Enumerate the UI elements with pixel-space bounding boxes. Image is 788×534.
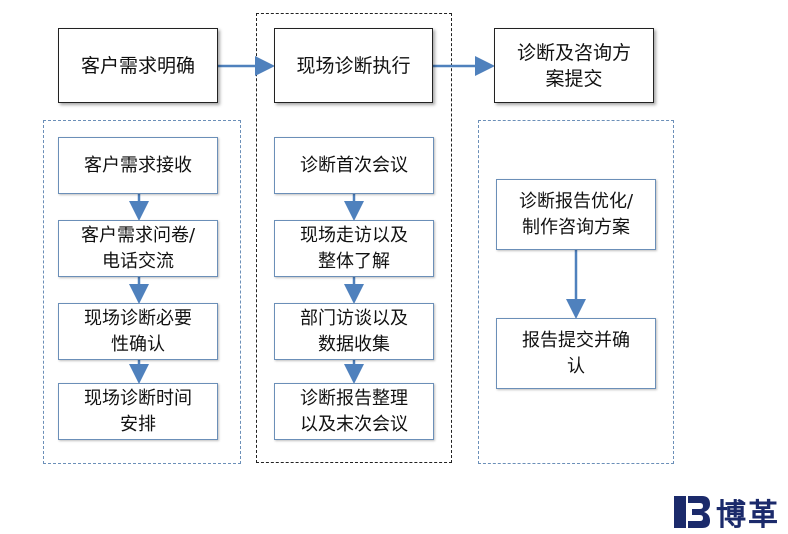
stage3-label: 诊断及咨询方 案提交 — [516, 41, 631, 90]
logo-mark-icon — [674, 496, 710, 528]
logo-text: 博革 — [716, 498, 780, 533]
stage1-step-group — [43, 120, 241, 464]
step-label: 客户需求接收 — [84, 154, 192, 176]
step-box: 部门访谈以及 数据收集 — [274, 303, 434, 360]
step-label: 现场诊断时间 安排 — [84, 387, 192, 435]
step-box: 诊断报告整理 以及末次会议 — [274, 383, 434, 440]
stage2-label: 现场诊断执行 — [296, 54, 411, 77]
step-box: 客户需求接收 — [58, 137, 218, 194]
step-label: 诊断报告整理 以及末次会议 — [300, 387, 408, 435]
step-label: 现场诊断必要 性确认 — [84, 307, 192, 355]
step-box: 诊断首次会议 — [274, 137, 434, 194]
step-box: 现场走访以及 整体了解 — [274, 220, 434, 277]
stage3-box: 诊断及咨询方 案提交 — [494, 28, 654, 103]
brand-logo: 博革 — [672, 490, 780, 534]
step-box: 诊断报告优化/ 制作咨询方案 — [496, 179, 656, 250]
step-label: 部门访谈以及 数据收集 — [300, 307, 408, 355]
step-label: 诊断报告优化/ 制作咨询方案 — [518, 190, 634, 238]
step-box: 现场诊断时间 安排 — [58, 383, 218, 440]
stage1-label: 客户需求明确 — [80, 54, 195, 77]
step-label: 现场走访以及 整体了解 — [300, 224, 408, 272]
stage2-step-group — [256, 13, 452, 463]
step-box: 客户需求问卷/ 电话交流 — [58, 220, 218, 277]
stage1-box: 客户需求明确 — [58, 28, 218, 103]
step-label: 客户需求问卷/ 电话交流 — [80, 224, 196, 272]
step-box: 报告提交并确 认 — [496, 318, 656, 389]
step-box: 现场诊断必要 性确认 — [58, 303, 218, 360]
stage2-box: 现场诊断执行 — [274, 28, 433, 103]
stage3-step-group — [478, 120, 674, 464]
step-label: 诊断首次会议 — [300, 154, 408, 176]
step-label: 报告提交并确 认 — [522, 329, 630, 377]
